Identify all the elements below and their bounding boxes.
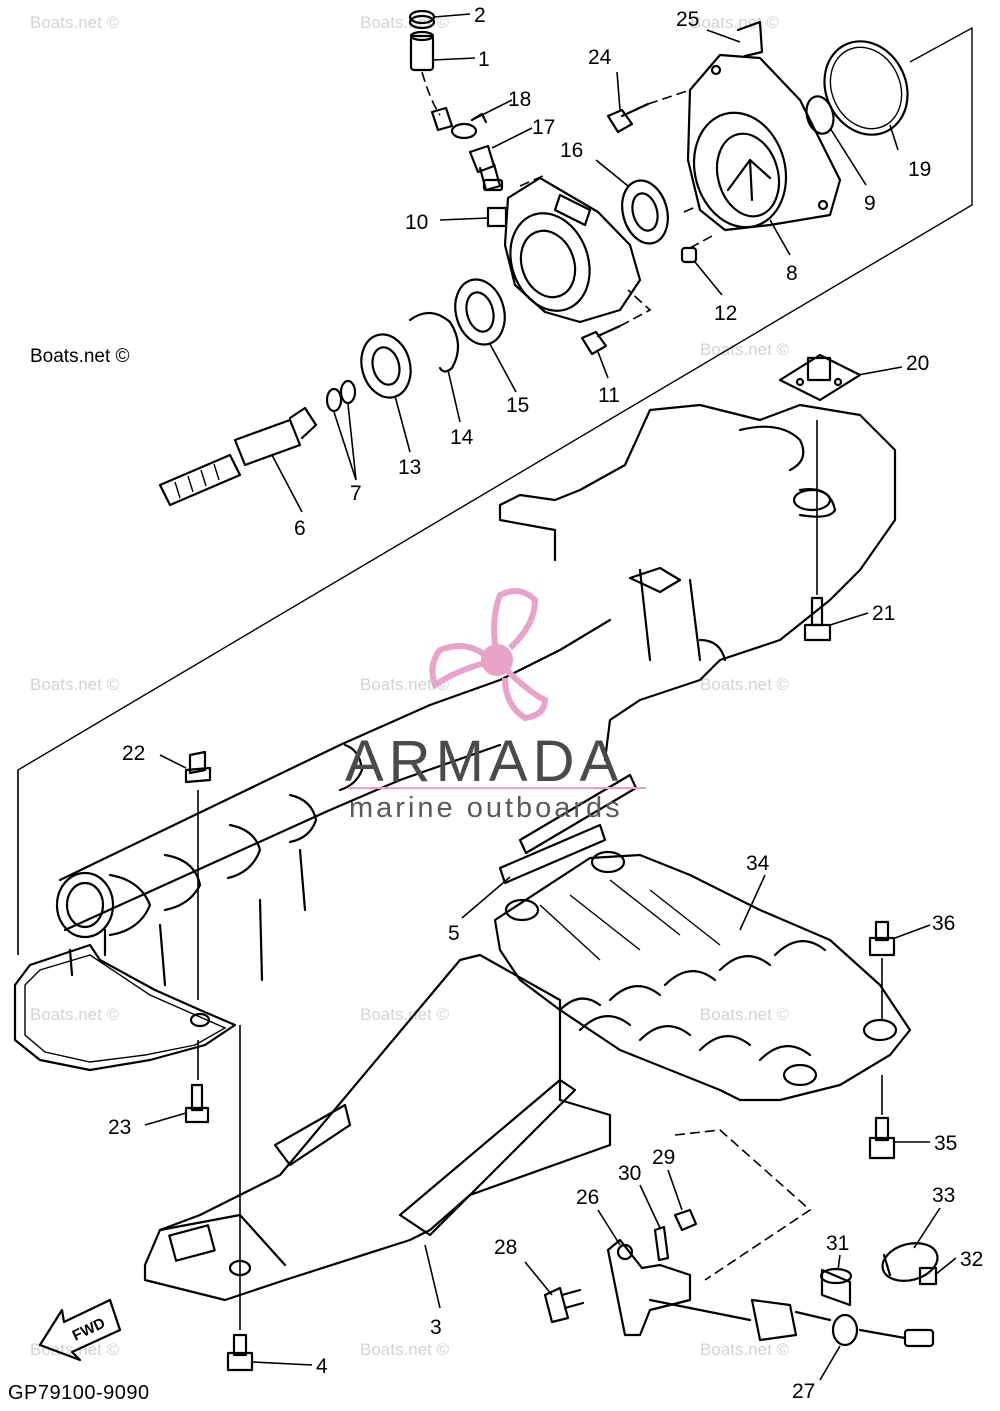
part-29-nut	[673, 1208, 698, 1232]
watermark: Boats.net ©	[30, 1005, 120, 1024]
part-34-intake-grate	[493, 850, 912, 1102]
watermark: Boats.net ©	[30, 675, 120, 694]
part-7-o-rings	[325, 379, 357, 413]
part-19-gasket	[823, 40, 909, 136]
part-10-bearing-housing	[486, 174, 642, 324]
watermark-dark: Boats.net ©	[30, 346, 130, 367]
part-18-washer	[450, 112, 488, 140]
callout-24: 24	[588, 46, 612, 69]
callout-labels: 1 2 3 4 5 6 7 8 9 10 11 12 13 14 15 16 1…	[108, 4, 983, 1403]
leader-lines	[144, 13, 957, 1381]
callout-35: 35	[934, 1132, 957, 1155]
callout-21: 21	[872, 602, 895, 625]
watermark: Boats.net ©	[360, 13, 450, 32]
callout-36: 36	[932, 912, 955, 935]
callout-34: 34	[746, 852, 770, 875]
part-25-tab	[736, 20, 764, 58]
callout-25: 25	[676, 8, 699, 31]
brand-divider	[348, 787, 646, 789]
mounting-plate	[13, 848, 307, 1072]
part-15-bearing	[454, 278, 506, 346]
watermark: Boats.net ©	[30, 1340, 120, 1359]
callout-13: 13	[398, 456, 421, 479]
callout-10: 10	[405, 211, 428, 234]
callout-26: 26	[576, 1186, 599, 1209]
part-20-bracket	[778, 353, 862, 402]
callout-19: 19	[908, 158, 931, 181]
callout-5: 5	[448, 922, 460, 945]
bolt-21	[803, 420, 832, 642]
watermark-layer: Boats.net © Boats.net © Boats.net © Boat…	[30, 13, 790, 1359]
callout-4: 4	[316, 1355, 328, 1378]
callout-12: 12	[714, 302, 737, 325]
callout-33: 33	[932, 1184, 955, 1207]
bolt-23	[184, 1040, 210, 1124]
callout-8: 8	[786, 262, 798, 285]
watermark: Boats.net ©	[700, 1005, 790, 1024]
callout-6: 6	[294, 517, 306, 540]
part-17-fitting	[468, 144, 504, 192]
brand-tagline: marine outboards	[349, 792, 623, 824]
part-27-cable-assembly	[648, 1298, 935, 1348]
callout-27: 27	[792, 1380, 815, 1403]
callout-20: 20	[906, 352, 929, 375]
bolt-35	[868, 1075, 896, 1160]
callout-7: 7	[350, 482, 362, 505]
callout-17: 17	[532, 116, 555, 139]
watermark: Boats.net ©	[700, 675, 790, 694]
callout-15: 15	[506, 394, 529, 417]
assembly-guide-lines	[674, 1129, 812, 1281]
part-26-bracket	[606, 1238, 692, 1337]
callout-1: 1	[478, 48, 490, 71]
part-24-bolt	[606, 89, 691, 134]
callout-22: 22	[122, 742, 145, 765]
bolt-4	[226, 1025, 254, 1372]
callout-29: 29	[652, 1146, 675, 1169]
callout-2: 2	[474, 4, 486, 27]
watermark: Boats.net ©	[360, 1340, 450, 1359]
watermark: Boats.net ©	[360, 1005, 450, 1024]
armada-logo	[429, 588, 549, 722]
callout-16: 16	[560, 139, 583, 162]
brand-name: ARMADA	[345, 729, 624, 794]
part-6-shaft	[158, 406, 318, 507]
part-16-bearing	[621, 179, 669, 245]
callout-14: 14	[450, 426, 474, 449]
callout-32: 32	[960, 1248, 983, 1271]
assembly-boundary	[17, 26, 973, 955]
part-8-cover-plate	[683, 53, 842, 232]
watermark: Boats.net ©	[700, 1340, 790, 1359]
bolt-36	[868, 920, 896, 1020]
part-32-33-clamp	[881, 1242, 939, 1286]
bolt-22	[184, 750, 212, 1000]
callout-3: 3	[430, 1316, 442, 1339]
part-11-bolt	[580, 289, 652, 356]
callout-28: 28	[494, 1236, 517, 1259]
watermark: Boats.net ©	[700, 340, 790, 359]
callout-9: 9	[864, 192, 876, 215]
callout-31: 31	[826, 1232, 849, 1255]
part-1-hose	[409, 30, 454, 132]
watermark: Boats.net ©	[360, 675, 450, 694]
callout-18: 18	[508, 88, 531, 111]
callout-30: 30	[618, 1162, 641, 1185]
part-31-collar	[819, 1267, 853, 1307]
watermark: Boats.net ©	[690, 13, 780, 32]
part-30-bar	[653, 1225, 670, 1262]
part-13-bearing	[360, 333, 412, 399]
part-code: GP79100-9090	[8, 1382, 150, 1404]
part-28-plate	[543, 1286, 585, 1324]
callout-23: 23	[108, 1116, 131, 1139]
callout-11: 11	[598, 384, 620, 407]
jet-pump-housing	[498, 403, 897, 762]
part-14-circlip	[408, 311, 460, 373]
part-12-pin	[680, 235, 713, 264]
watermark: Boats.net ©	[30, 13, 120, 32]
